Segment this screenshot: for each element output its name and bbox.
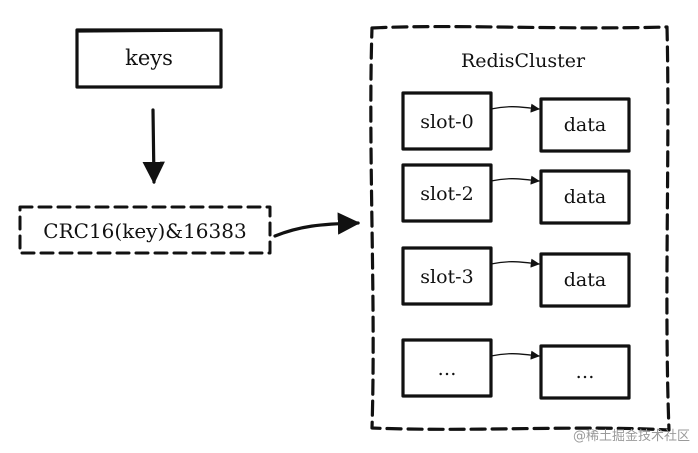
cluster-title: RedisCluster [461,50,586,72]
hash-function-box: CRC16(key)&16383 [18,205,272,255]
slot-to-data-arrow [490,175,540,185]
hash-function-label: CRC16(key)&16383 [43,219,246,243]
watermark-text: @稀土掘金技术社区 [573,428,690,444]
slot-label: slot-2 [420,183,473,205]
keys-to-hash-arrow [142,108,165,185]
slot-label: slot-0 [420,111,473,133]
slot-to-data-arrow [490,350,540,360]
data-box [539,252,631,308]
slot-box [401,163,493,223]
slot-label: slot-3 [420,266,473,288]
data-box [539,97,631,153]
data-box [539,344,631,400]
keys-box: keys [75,28,223,89]
slot-to-data-arrow [490,258,540,268]
data-label: data [564,269,606,291]
slot-box [401,91,493,151]
slot-row: slot-2 data [401,163,631,225]
redis-cluster-container: RedisCluster [369,24,671,432]
hash-to-cluster-arrow [273,212,361,238]
data-label: data [564,114,606,136]
slot-row: slot-3 data [401,246,631,308]
slot-row: …… [401,338,631,400]
data-box [539,169,631,225]
slot-row: slot-0 data [401,91,631,153]
slot-label: … [438,358,457,380]
data-label: … [576,361,595,383]
slot-box [401,246,493,306]
slot-to-data-arrow [490,103,540,113]
keys-label: keys [125,46,173,70]
slot-box [401,338,493,398]
data-label: data [564,186,606,208]
